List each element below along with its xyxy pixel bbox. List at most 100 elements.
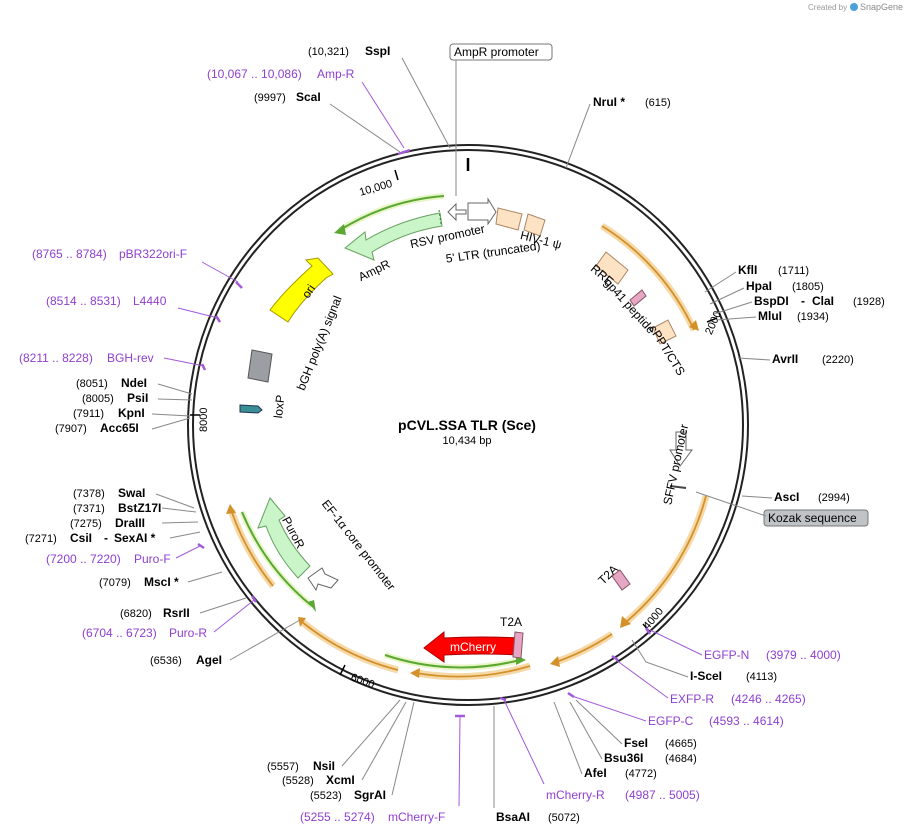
enzyme-name-rsrii[interactable]: RsrII bbox=[163, 606, 190, 620]
tick-6000 bbox=[339, 664, 346, 676]
primer-name-exfpr[interactable]: EXFP-R bbox=[670, 692, 714, 706]
primer-name-ampr[interactable]: Amp-R bbox=[317, 67, 355, 81]
kozak-box bbox=[763, 509, 869, 527]
enzyme-leader-mlui bbox=[715, 316, 757, 321]
enzyme-name-mlui[interactable]: MluI bbox=[758, 309, 782, 323]
primer-name-mcherryf[interactable]: mCherry-F bbox=[388, 810, 445, 824]
puror-green-arc bbox=[239, 510, 316, 612]
t2a-bottom-shape bbox=[512, 631, 524, 659]
enzyme-pos-fsei: (4665) bbox=[665, 738, 697, 750]
enzyme-pos-psii: (8005) bbox=[82, 393, 114, 405]
orf-arc-lower-right bbox=[550, 631, 614, 667]
enzyme-leader-bstz17i bbox=[161, 507, 197, 513]
primer-name-bgh[interactable]: BGH-rev bbox=[107, 351, 154, 365]
enzyme-name-isce[interactable]: I-SceI bbox=[690, 669, 722, 683]
plasmid-name: pCVL.SSA TLR (Sce) bbox=[398, 417, 536, 433]
enzyme-leader-csii bbox=[169, 531, 201, 539]
ef1a-promoter-arrow bbox=[307, 567, 339, 592]
kozak-mark bbox=[669, 485, 687, 489]
enzyme-pos-asci: (2994) bbox=[818, 492, 850, 504]
enzyme-pos-agei: (6536) bbox=[150, 655, 182, 667]
enzyme-name-sgrai[interactable]: SgrAI bbox=[354, 788, 386, 802]
primer-leader-puror bbox=[213, 599, 255, 633]
enzyme-name-msci[interactable]: MscI * bbox=[144, 575, 179, 589]
enzyme-name-agei[interactable]: AgeI bbox=[196, 653, 222, 667]
enzyme-leader-msci bbox=[187, 571, 223, 583]
primer-name-l4440[interactable]: L4440 bbox=[133, 294, 167, 308]
enzyme-leader-psii bbox=[157, 398, 193, 401]
enzyme-leader-xcmi bbox=[361, 701, 407, 781]
enzyme-name-bspdi[interactable]: BspDI bbox=[754, 294, 789, 308]
enzyme-name-sspi[interactable]: SspI bbox=[365, 44, 390, 58]
enzyme-name-avrii[interactable]: AvrII bbox=[772, 352, 798, 366]
enzyme-name-fsei[interactable]: FseI bbox=[624, 736, 648, 750]
enzyme-dash-csii: - bbox=[104, 531, 108, 545]
enzyme-name-acc65i[interactable]: Acc65I bbox=[100, 421, 139, 435]
primer-range-l4440: (8514 .. 8531) bbox=[46, 294, 121, 308]
primer-mark-purof bbox=[197, 542, 205, 550]
credit-brand: SnapGene bbox=[860, 2, 903, 12]
enzyme-name-xcmi[interactable]: XcmI bbox=[326, 773, 355, 787]
primer-name-purof[interactable]: Puro-F bbox=[134, 552, 171, 566]
enzyme-name-bstz17i[interactable]: BstZ17I bbox=[118, 501, 161, 515]
enzyme-name-bsu36i[interactable]: Bsu36I bbox=[604, 751, 643, 765]
sffv-promoter-arrow bbox=[669, 431, 693, 467]
primer-name-pbr[interactable]: pBR322ori-F bbox=[119, 247, 187, 261]
enzyme-name-asci[interactable]: AscI bbox=[774, 490, 799, 504]
feature-label-mcherry: mCherry bbox=[450, 640, 496, 654]
primer-name-puror[interactable]: Puro-R bbox=[169, 626, 207, 640]
enzyme-pos-sgrai: (5523) bbox=[310, 790, 342, 802]
feature-label-bgh: bGH poly(A) signal bbox=[294, 294, 345, 393]
ltr-arrow bbox=[467, 197, 497, 226]
primer-mark-bgh bbox=[200, 363, 207, 371]
tick-label-6000: 6000 bbox=[349, 672, 376, 692]
enzyme-pos-swai: (7378) bbox=[73, 488, 105, 500]
enzyme-name-nsii[interactable]: NsiI bbox=[313, 759, 335, 773]
enzyme-name-swai[interactable]: SwaI bbox=[118, 486, 145, 500]
enzyme-pos-acc65i: (7907) bbox=[55, 423, 87, 435]
enzyme-pos-avrii: (2220) bbox=[822, 354, 854, 366]
enzyme-name-afei[interactable]: AfeI bbox=[584, 766, 607, 780]
mcherry-green-arc bbox=[384, 652, 526, 671]
primer-leader-mcherryr bbox=[503, 699, 545, 785]
primer-mark-ampr bbox=[397, 148, 411, 156]
enzyme-pos-msci: (7079) bbox=[99, 577, 131, 589]
primer-range-egfpc: (4593 .. 4614) bbox=[709, 714, 784, 728]
enzyme-name-sexai[interactable]: SexAI * bbox=[114, 531, 156, 545]
enzyme-name-bsaai[interactable]: BsaAI bbox=[496, 810, 530, 824]
enzyme-leader-asci bbox=[741, 495, 773, 499]
enzyme-name-hpai[interactable]: HpaI bbox=[746, 279, 772, 293]
primer-mark-mcherryr bbox=[499, 696, 507, 702]
primer-range-mcherryr: (4987 .. 5005) bbox=[625, 788, 700, 802]
feature-label-loxp: loxP bbox=[271, 394, 287, 419]
primer-mark-pbr bbox=[235, 281, 243, 289]
primer-name-mcherryr[interactable]: mCherry-R bbox=[546, 788, 605, 802]
enzyme-name-clai[interactable]: ClaI bbox=[812, 294, 834, 308]
enzyme-leader-afei bbox=[553, 701, 583, 775]
orf-arc-bottom-left bbox=[298, 617, 399, 674]
enzyme-pos-nsii: (5557) bbox=[267, 761, 299, 773]
snapgene-logo-icon bbox=[850, 3, 858, 11]
primer-name-egfpn[interactable]: EGFP-N bbox=[704, 648, 749, 662]
feature-label-sffv: SFFV promoter bbox=[660, 423, 691, 506]
enzyme-name-scai[interactable]: ScaI bbox=[296, 90, 321, 104]
enzyme-pos-draiii: (7275) bbox=[70, 518, 102, 530]
enzyme-leader-bspdi bbox=[713, 301, 753, 315]
ori-arrow bbox=[269, 257, 334, 323]
primer-name-egfpc[interactable]: EGFP-C bbox=[648, 714, 694, 728]
primer-range-purof: (7200 .. 7220) bbox=[46, 552, 121, 566]
enzyme-name-kpni[interactable]: KpnI bbox=[118, 406, 145, 420]
enzyme-leader-sgrai bbox=[391, 701, 415, 796]
enzyme-name-kfli[interactable]: KflI bbox=[738, 263, 757, 277]
rsv-promoter-arrow bbox=[447, 202, 467, 222]
enzyme-pos-bsaai: (5072) bbox=[548, 812, 580, 824]
enzyme-pos-kpni: (7911) bbox=[73, 408, 104, 420]
enzyme-name-csii[interactable]: CsiI bbox=[70, 531, 92, 545]
enzyme-name-ndei[interactable]: NdeI bbox=[121, 376, 147, 390]
plasmid-size: 10,434 bp bbox=[443, 435, 492, 447]
puror-arrow bbox=[257, 497, 311, 579]
enzyme-name-draiii[interactable]: DraIII bbox=[115, 516, 145, 530]
gp41-peptide-shape bbox=[629, 289, 647, 307]
enzyme-name-nrui[interactable]: NruI * bbox=[593, 95, 625, 109]
enzyme-name-psii[interactable]: PsiI bbox=[127, 391, 148, 405]
